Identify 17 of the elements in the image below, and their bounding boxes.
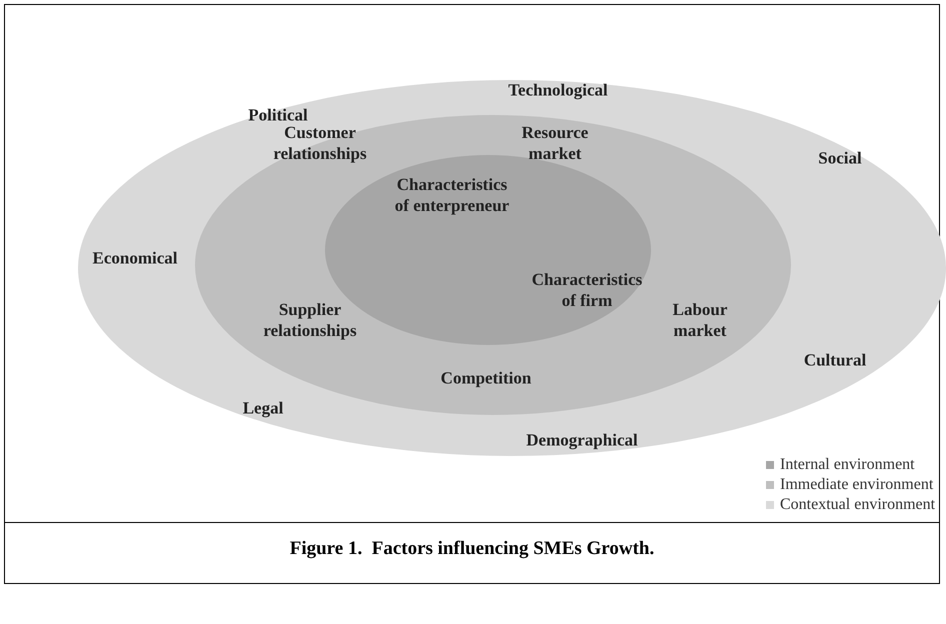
figure-caption: Figure 1. Factors influencing SMEs Growth. [288, 538, 656, 560]
outer-ellipse [78, 80, 946, 456]
factor-label: Resource market [522, 122, 588, 164]
factor-label: Social [818, 147, 862, 169]
factor-label: Competition [440, 367, 532, 389]
factor-label: Characteristics of firm [532, 268, 642, 312]
factor-label: Technological [508, 79, 608, 101]
factor-label: Legal [242, 397, 284, 419]
legend-label: Internal environment [780, 456, 915, 474]
factor-label: Characteristics of enterpreneur [394, 174, 510, 216]
legend-label: Immediate environment [780, 476, 934, 494]
legend-label: Contextual environment [780, 496, 936, 514]
factor-label: Cultural [804, 349, 866, 371]
factor-label: Labour market [672, 298, 728, 342]
factor-label: Demographical [526, 429, 638, 451]
factor-label: Economical [92, 247, 178, 269]
factor-label: Supplier relationships [263, 298, 357, 342]
